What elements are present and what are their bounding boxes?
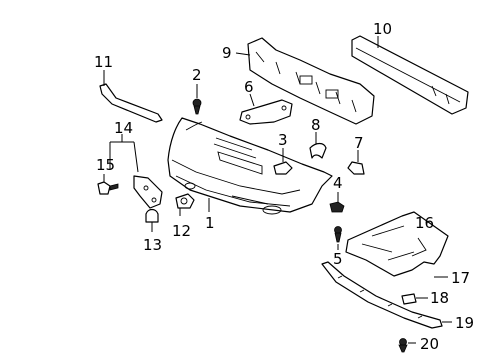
- callout-11: 11: [94, 53, 113, 71]
- callout-1: 1: [205, 214, 215, 232]
- part-8-bracket: [309, 132, 327, 159]
- part-11-retainer: [99, 70, 163, 123]
- part-5-clip: [334, 226, 342, 250]
- part-9-absorber: [235, 37, 375, 125]
- part-2-clip: [192, 84, 202, 115]
- callout-4: 4: [333, 174, 343, 192]
- part-4-clip: [329, 192, 345, 213]
- callout-8: 8: [311, 116, 321, 134]
- callout-6: 6: [244, 78, 254, 96]
- part-14-bracket: [109, 134, 163, 209]
- callout-20: 20: [420, 335, 439, 353]
- callout-2: 2: [192, 66, 202, 84]
- part-15-bolt: [97, 174, 119, 195]
- part-17-undercover: [345, 211, 449, 278]
- callout-10: 10: [373, 20, 392, 38]
- callout-17: 17: [451, 269, 470, 287]
- part-1-bumper-cover: [167, 117, 333, 215]
- callout-9: 9: [222, 44, 232, 62]
- callout-18: 18: [430, 289, 449, 307]
- callout-19: 19: [455, 314, 474, 332]
- callout-13: 13: [143, 236, 162, 254]
- part-10-reinforcement: [351, 35, 469, 115]
- part-13-cap: [145, 208, 159, 232]
- callout-3: 3: [278, 131, 288, 149]
- callout-7: 7: [354, 134, 364, 152]
- callout-12: 12: [172, 222, 191, 240]
- part-12-lamp-bracket: [175, 193, 195, 216]
- part-20-screw: [398, 338, 416, 353]
- part-3-lamp: [273, 148, 293, 175]
- callout-14: 14: [114, 119, 133, 137]
- part-18-clip: [401, 293, 428, 305]
- callout-15: 15: [96, 156, 115, 174]
- part-19-spoiler: [321, 261, 452, 329]
- callout-16: 16: [415, 214, 434, 232]
- part-6-bracket: [239, 93, 293, 125]
- callout-5: 5: [333, 250, 343, 268]
- part-7-bulb: [347, 150, 365, 175]
